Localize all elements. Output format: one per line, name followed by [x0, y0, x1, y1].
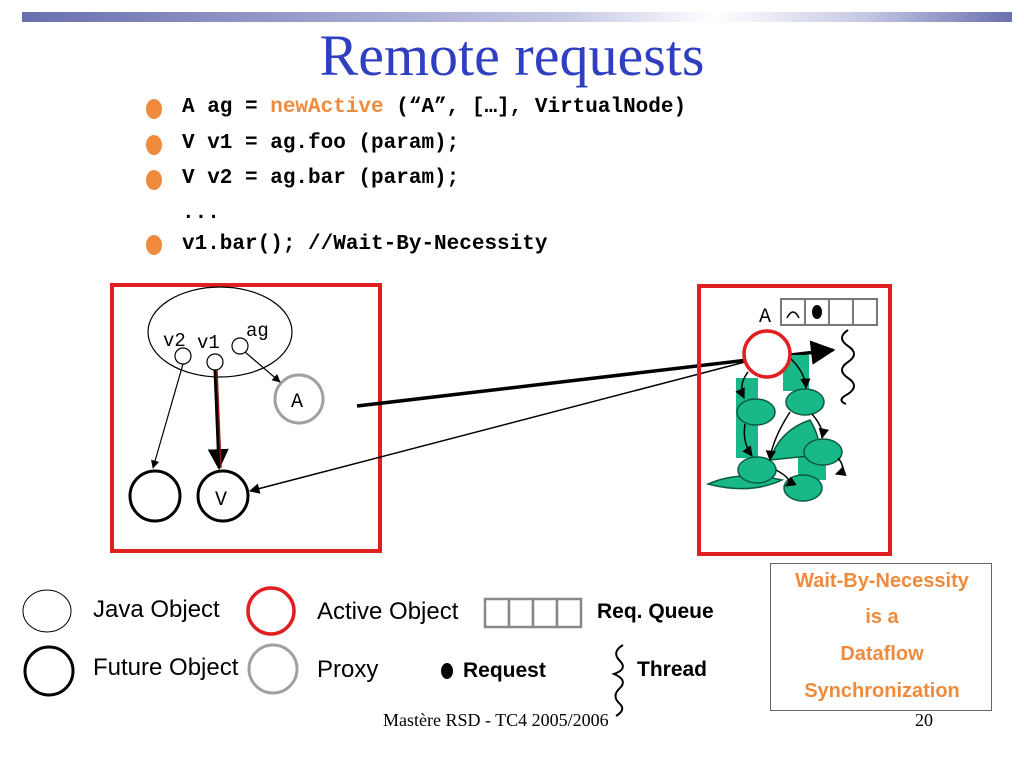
legend-active-object: Active Object [317, 598, 459, 625]
future-object-v1 [196, 469, 250, 523]
code-line-3: V v2 = ag.bar (param); [182, 167, 460, 190]
java-object-icon [22, 589, 72, 633]
label-ag: ag [246, 320, 269, 342]
reply-arrow [248, 361, 746, 494]
proxy-icon [247, 643, 299, 695]
legend-req-queue: Req. Queue [597, 600, 714, 623]
thread-icon-diagram [840, 329, 855, 405]
legend-proxy: Proxy [317, 656, 379, 683]
wait-by-necessity-note: Wait-By-Necessity is a Dataflow Synchron… [770, 563, 992, 711]
reference-ag [231, 337, 249, 355]
code-line-1-pre: A ag = [182, 96, 271, 119]
slide-title: Remote requests [319, 23, 705, 88]
legend-request: Request [463, 659, 546, 682]
code-keyword-newactive: newActive [270, 96, 384, 119]
request-icon [441, 663, 453, 679]
reference-v2 [174, 347, 192, 365]
request-queue [780, 298, 878, 326]
bullet-icon [146, 235, 162, 255]
title-bar-decoration [22, 12, 1012, 22]
future-object-v2 [128, 469, 182, 523]
future-object-icon [23, 645, 75, 697]
legend-thread: Thread [637, 658, 708, 681]
left-node-frame [110, 283, 382, 553]
arrow-v1-future-shadow [216, 369, 222, 469]
arrow-ag-proxy [244, 351, 281, 383]
bullet-icon [146, 170, 162, 190]
label-v1: v1 [197, 332, 220, 354]
note-line-4: Synchronization [804, 680, 960, 702]
code-line-5: v1.bar(); //Wait-By-Necessity [182, 233, 548, 256]
req-queue-icon [483, 597, 583, 629]
thread-icon [611, 644, 624, 717]
note-line-2: is a [865, 606, 899, 628]
arrow-v1-future [207, 369, 229, 471]
proxy-a-label: A [291, 391, 303, 414]
bullet-icon [146, 99, 162, 119]
legend-java-object: Java Object [93, 596, 220, 623]
future-object-label: V [215, 489, 227, 512]
label-v2: v2 [163, 330, 186, 352]
active-object-root [742, 329, 792, 379]
arrow-v2-future [151, 363, 184, 469]
reference-v1 [206, 353, 224, 371]
legend-future-object: Future Object [93, 654, 239, 681]
footer-page-number: 20 [915, 710, 933, 730]
code-line-1-post: (“A”, […], VirtualNode) [383, 96, 687, 119]
proxy-a [273, 373, 325, 425]
code-line-4: ... [182, 202, 220, 225]
note-line-3: Dataflow [840, 643, 924, 665]
code-line-1: A ag = newActive (“A”, […], VirtualNode) [182, 96, 686, 119]
bullet-icon [146, 135, 162, 155]
right-node-frame [697, 284, 892, 556]
footer-course: Mastère RSD - TC4 2005/2006 [383, 710, 609, 730]
queue-owner-label: A [759, 306, 771, 329]
note-line-1: Wait-By-Necessity [795, 570, 969, 592]
graph-edges [735, 357, 847, 487]
active-object-icon [246, 586, 296, 636]
code-line-2: V v1 = ag.foo (param); [182, 132, 460, 155]
